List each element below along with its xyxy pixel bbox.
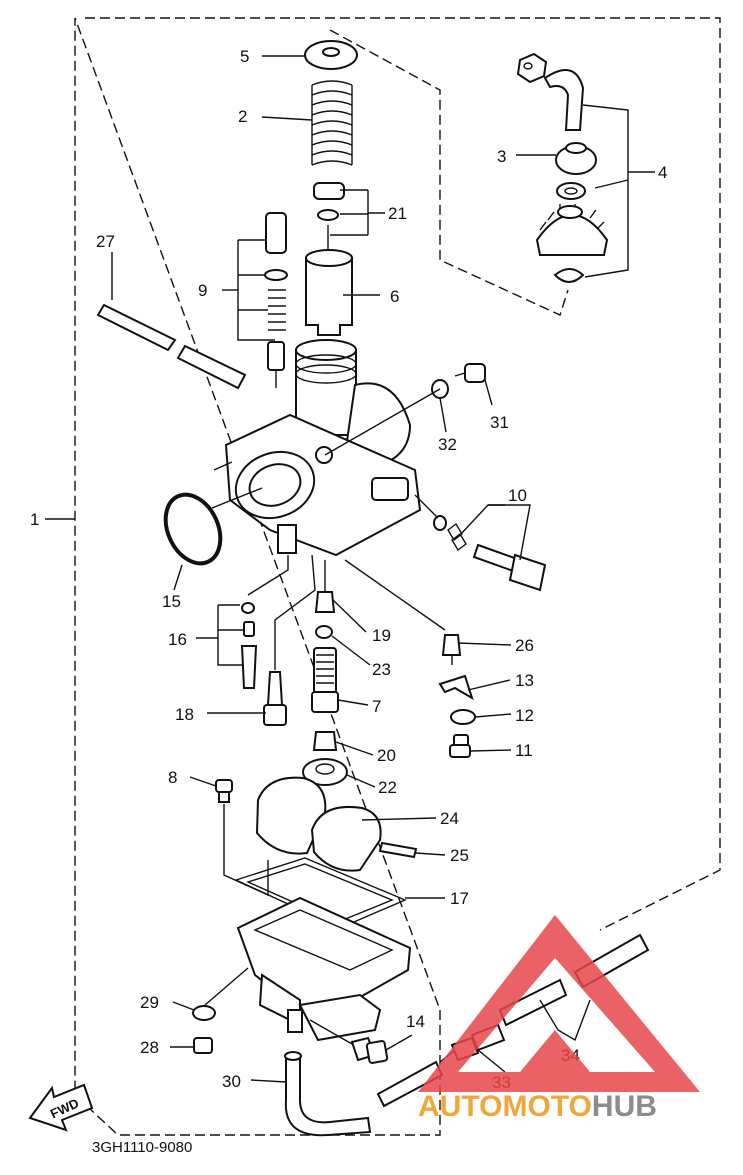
part-19-needle-jet-holder xyxy=(314,560,367,633)
part-10-throttle-stop-screw xyxy=(414,494,547,592)
part-8-screw xyxy=(189,776,269,897)
part-18-starter-jet xyxy=(207,554,316,726)
part-6-throttle-slide xyxy=(305,225,380,336)
callout-8: 8 xyxy=(168,768,177,787)
callout-16: 16 xyxy=(168,630,187,649)
callout-20: 20 xyxy=(377,746,396,765)
part-5-washer xyxy=(262,40,358,70)
part-24-float xyxy=(255,776,437,872)
callout-21: 21 xyxy=(388,204,407,223)
watermark-logo xyxy=(418,915,700,1092)
callout-25: 25 xyxy=(450,846,469,865)
part-32-washer xyxy=(324,379,449,456)
assembly-boundary xyxy=(74,17,721,1136)
callout-22: 22 xyxy=(378,778,397,797)
part-16-pilot-jet-set xyxy=(196,555,289,689)
callout-19: 19 xyxy=(372,626,391,645)
callout-32: 32 xyxy=(438,435,457,454)
callout-14: 14 xyxy=(406,1012,425,1031)
part-15-o-ring xyxy=(163,487,263,591)
part-29-o-ring xyxy=(172,967,249,1021)
part-26-jet xyxy=(344,559,512,665)
callout-6: 6 xyxy=(390,287,399,306)
callout-4: 4 xyxy=(658,163,667,182)
part-21-needle-set xyxy=(313,182,385,236)
callout-24: 24 xyxy=(440,809,459,828)
callout-15: 15 xyxy=(162,592,181,611)
float-bowl xyxy=(236,896,412,1042)
watermark-brand: AUTOMOTOHUB xyxy=(418,1090,657,1123)
callout-1: 1 xyxy=(30,510,39,529)
callout-23: 23 xyxy=(372,660,391,679)
part-11-screw xyxy=(449,734,512,758)
callout-13: 13 xyxy=(515,671,534,690)
part-9-pilot-screw-set xyxy=(222,212,288,388)
part-12-washer xyxy=(450,709,512,725)
watermark-brand-part2: HUB xyxy=(592,1090,657,1123)
part-2-spring xyxy=(261,80,353,166)
callout-29: 29 xyxy=(140,993,159,1012)
callout-18: 18 xyxy=(175,705,194,724)
carburetor-body xyxy=(213,339,422,557)
part-30-drain-hose xyxy=(250,1051,444,1137)
part-23-o-ring xyxy=(315,625,371,666)
callout-10: 10 xyxy=(508,486,527,505)
watermark-brand-part1: AUTOMOTO xyxy=(418,1090,592,1123)
callout-11: 11 xyxy=(515,741,533,760)
callout-26: 26 xyxy=(515,636,534,655)
watermark-triangle-icon xyxy=(418,915,700,1092)
callout-27: 27 xyxy=(96,232,115,251)
callout-2: 2 xyxy=(238,107,247,126)
part-20-needle-valve xyxy=(312,731,374,756)
callout-17: 17 xyxy=(450,889,469,908)
part-25-float-pin xyxy=(378,841,446,859)
callout-labels: 1 2 3 4 5 6 7 8 9 10 11 12 13 14 15 16 1… xyxy=(30,47,667,1092)
part-7-main-nozzle xyxy=(311,647,369,713)
top-cap-dashed-guide xyxy=(329,29,569,316)
callout-7: 7 xyxy=(372,697,381,716)
part-22-seat xyxy=(302,758,376,788)
callout-9: 9 xyxy=(198,281,207,300)
part-28-drain-screw xyxy=(170,1037,213,1054)
callout-12: 12 xyxy=(515,706,534,725)
callout-28: 28 xyxy=(140,1038,159,1057)
fwd-arrow-icon xyxy=(28,1083,94,1132)
callout-31: 31 xyxy=(490,413,509,432)
part-14-drain-plug xyxy=(309,1019,413,1064)
callout-3: 3 xyxy=(497,147,506,166)
part-31-screw xyxy=(454,363,493,406)
drawing-code: 3GH1110-9080 xyxy=(92,1139,192,1156)
part-13-plate xyxy=(438,674,511,701)
callout-5: 5 xyxy=(240,47,249,66)
callout-30: 30 xyxy=(222,1072,241,1091)
part-27-hose xyxy=(96,252,247,390)
part-4-choke-plunger-set xyxy=(516,52,655,283)
